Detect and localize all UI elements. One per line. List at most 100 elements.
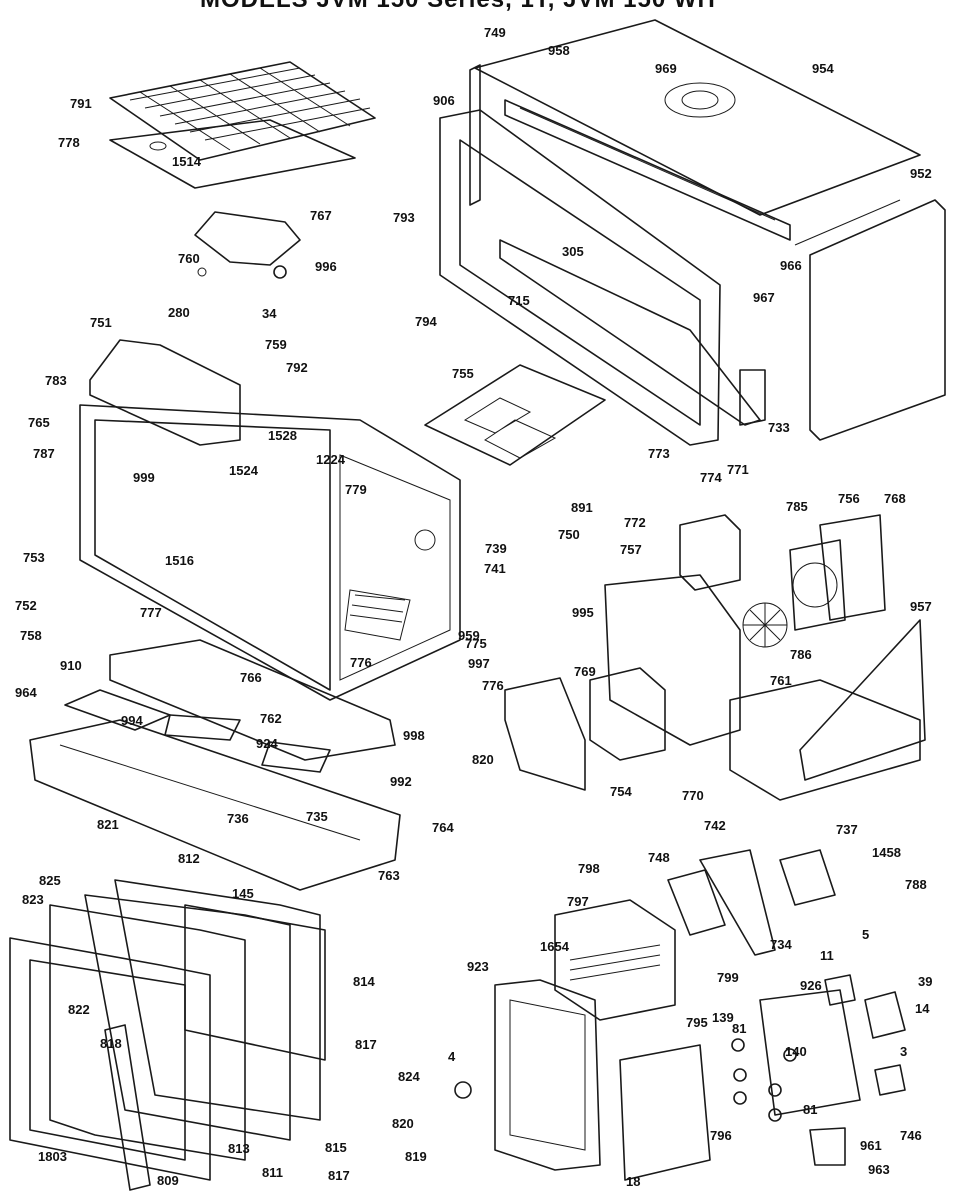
part-label-736: 736 [227, 811, 249, 826]
part-label-18: 18 [626, 1174, 640, 1189]
part-label-992: 992 [390, 774, 412, 789]
part-label-1458: 1458 [872, 845, 901, 860]
part-label-788: 788 [905, 877, 927, 892]
transformer [679, 514, 741, 591]
part-label-734: 734 [770, 937, 792, 952]
part-label-737: 737 [836, 822, 858, 837]
part-label-771: 771 [727, 462, 749, 477]
part-label-954: 954 [812, 61, 834, 76]
part-label-752: 752 [15, 598, 37, 613]
part-label-796: 796 [710, 1128, 732, 1143]
part-label-39: 39 [918, 974, 932, 989]
part-label-997: 997 [468, 656, 490, 671]
part-label-81: 81 [803, 1102, 817, 1117]
part-label-765: 765 [28, 415, 50, 430]
part-label-762: 762 [260, 711, 282, 726]
part-label-81: 81 [732, 1021, 746, 1036]
part-label-924: 924 [256, 736, 278, 751]
part-label-813: 813 [228, 1141, 250, 1156]
part-label-923: 923 [467, 959, 489, 974]
part-label-764: 764 [432, 820, 454, 835]
part-label-783: 783 [45, 373, 67, 388]
part-label-746: 746 [900, 1128, 922, 1143]
side-brace [799, 619, 926, 781]
part-label-798: 798 [578, 861, 600, 876]
part-label-749: 749 [484, 25, 506, 40]
part-label-1514: 1514 [172, 154, 202, 169]
part-label-761: 761 [770, 673, 792, 688]
part-label-824: 824 [398, 1069, 420, 1084]
part-label-766: 766 [240, 670, 262, 685]
control-trim-frame [494, 979, 601, 1171]
part-label-799: 799 [717, 970, 739, 985]
part-label-769: 769 [574, 664, 596, 679]
part-label-756: 756 [838, 491, 860, 506]
outer-case [474, 19, 921, 241]
part-label-958: 958 [548, 43, 570, 58]
part-label-739: 739 [485, 541, 507, 556]
part-label-787: 787 [33, 446, 55, 461]
part-label-763: 763 [378, 868, 400, 883]
part-label-793: 793 [393, 210, 415, 225]
part-label-741: 741 [484, 561, 506, 576]
part-label-825: 825 [39, 873, 61, 888]
part-label-754: 754 [610, 784, 632, 799]
part-label-759: 759 [265, 337, 287, 352]
part-label-996: 996 [315, 259, 337, 274]
bottom-pan [109, 639, 396, 761]
control-plate [619, 1044, 711, 1181]
control-tray [89, 339, 241, 446]
part-label-773: 773 [648, 446, 670, 461]
part-label-926: 926 [800, 978, 822, 993]
part-label-815: 815 [325, 1140, 347, 1155]
oven-cavity [79, 404, 461, 701]
part-label-1654: 1654 [540, 939, 570, 954]
part-label-1803: 1803 [38, 1149, 67, 1164]
part-label-999: 999 [133, 470, 155, 485]
door-assembly [9, 879, 326, 1191]
part-label-742: 742 [704, 818, 726, 833]
part-label-797: 797 [567, 894, 589, 909]
part-label-776: 776 [350, 655, 372, 670]
part-label-957: 957 [910, 599, 932, 614]
part-label-140: 140 [785, 1044, 807, 1059]
part-label-772: 772 [624, 515, 646, 530]
part-label-792: 792 [286, 360, 308, 375]
part-label-820: 820 [392, 1116, 414, 1131]
part-label-817: 817 [355, 1037, 377, 1052]
part-label-735: 735 [306, 809, 328, 824]
part-label-305: 305 [562, 244, 584, 259]
part-label-969: 969 [655, 61, 677, 76]
part-label-791: 791 [70, 96, 92, 111]
part-label-821: 821 [97, 817, 119, 832]
diagram-title: MODELS JVM 150 Series, 1T, JVM 150 WH [200, 0, 716, 13]
part-label-820: 820 [472, 752, 494, 767]
part-label-1524: 1524 [229, 463, 259, 478]
part-label-753: 753 [23, 550, 45, 565]
part-label-139: 139 [712, 1010, 734, 1025]
part-label-819: 819 [405, 1149, 427, 1164]
part-label-1528: 1528 [268, 428, 297, 443]
part-label-757: 757 [620, 542, 642, 557]
base-support [729, 679, 921, 801]
part-label-822: 822 [68, 1002, 90, 1017]
part-label-778: 778 [58, 135, 80, 150]
vent-strip [499, 239, 761, 426]
part-label-767: 767 [310, 208, 332, 223]
keypad-panel [554, 899, 676, 1021]
part-label-995: 995 [572, 605, 594, 620]
part-label-1516: 1516 [165, 553, 194, 568]
part-label-786: 786 [790, 647, 812, 662]
part-label-733: 733 [768, 420, 790, 435]
base-plate [29, 719, 401, 891]
part-label-998: 998 [403, 728, 425, 743]
part-label-818: 818 [100, 1036, 122, 1051]
part-label-959: 959 [458, 628, 480, 643]
part-label-811: 811 [262, 1165, 283, 1180]
part-label-5: 5 [862, 927, 869, 942]
tray-bracket [194, 211, 301, 266]
switch-bracket [759, 989, 861, 1116]
part-label-775: 775 [465, 636, 487, 651]
